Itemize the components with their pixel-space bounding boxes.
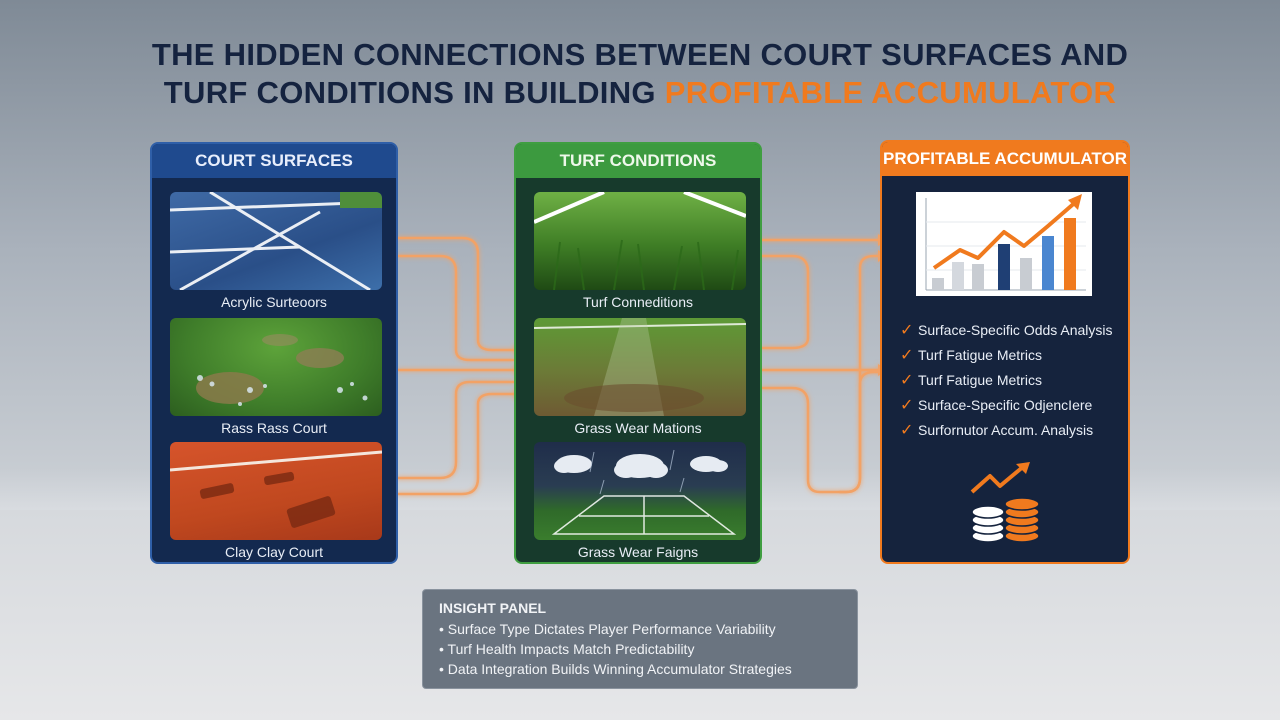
insight-title: INSIGHT PANEL bbox=[439, 600, 547, 616]
rain-field-image bbox=[534, 442, 746, 540]
flow-arrow bbox=[396, 392, 516, 496]
title-line-2-prefix: TURF CONDITIONS IN BUILDING bbox=[163, 75, 665, 110]
flow-arrow bbox=[838, 370, 880, 494]
checkmark-icon: ✓ bbox=[900, 372, 914, 389]
checkmark-icon: ✓ bbox=[900, 322, 914, 339]
grass-court-image bbox=[170, 318, 382, 416]
checkmark-icon: ✓ bbox=[900, 422, 914, 439]
turf-closeup-image bbox=[534, 192, 746, 290]
trend-arrow-icon bbox=[970, 464, 1026, 494]
grass-wear-fatigue-label: Grass Wear Faigns bbox=[577, 544, 699, 560]
accumulator-checklist: ✓Surface-Specific Odds Analysis ✓Turf Fa… bbox=[900, 318, 1113, 443]
court-surfaces-panel: COURT SURFACES Acrylic Surteoors Rass Ra… bbox=[150, 142, 398, 564]
rain-cloud-icon bbox=[554, 454, 728, 478]
insight-item: Turf Health Impacts Match Predictability bbox=[439, 639, 841, 659]
turf-conditions-label: Turf Conneditions bbox=[583, 294, 693, 310]
checklist-item: ✓Surface-Specific Odds Analysis bbox=[900, 318, 1113, 343]
trend-arrow-icon bbox=[932, 198, 1080, 270]
flow-arrow bbox=[396, 236, 516, 352]
acrylic-court-label: Acrylic Surteoors bbox=[221, 294, 327, 310]
grass-wear-image bbox=[534, 318, 746, 416]
field-lines-icon bbox=[534, 318, 746, 416]
turf-conditions-header: TURF CONDITIONS bbox=[516, 144, 760, 178]
bar-chart-icon bbox=[916, 192, 1092, 296]
insight-panel: INSIGHT PANEL Surface Type Dictates Play… bbox=[422, 589, 858, 689]
checklist-item: ✓Surface-Specific OdjencIere bbox=[900, 393, 1113, 418]
title-line-2: TURF CONDITIONS IN BUILDING PROFITABLE A… bbox=[0, 74, 1280, 112]
flow-arrow bbox=[760, 254, 810, 350]
checklist-item: ✓Surfornutor Accum. Analysis bbox=[900, 418, 1113, 443]
clay-court-image bbox=[170, 442, 382, 540]
checkmark-icon: ✓ bbox=[900, 397, 914, 414]
clay-court-label: Clay Clay Court bbox=[224, 544, 324, 560]
flow-arrow bbox=[396, 380, 516, 480]
title-line-1: THE HIDDEN CONNECTIONS BETWEEN COURT SUR… bbox=[151, 37, 1129, 72]
checkmark-icon: ✓ bbox=[900, 347, 914, 364]
checklist-item: ✓Turf Fatigue Metrics bbox=[900, 368, 1113, 393]
acrylic-court-image bbox=[170, 192, 382, 290]
flow-arrow bbox=[396, 254, 516, 362]
coin-stack-icon bbox=[970, 462, 1040, 543]
accumulator-panel: PROFITABLE ACCUMULATOR ✓Surface-Specific… bbox=[880, 140, 1130, 564]
flow-arrow bbox=[760, 386, 842, 494]
checklist-item: ✓Turf Fatigue Metrics bbox=[900, 343, 1113, 368]
insight-item: Surface Type Dictates Player Performance… bbox=[439, 619, 841, 639]
title-highlight: PROFITABLE ACCUMULATOR bbox=[664, 75, 1117, 110]
grass-wear-label: Grass Wear Mations bbox=[574, 420, 702, 436]
page-title: THE HIDDEN CONNECTIONS BETWEEN COURT SUR… bbox=[0, 36, 1280, 112]
court-surfaces-header: COURT SURFACES bbox=[152, 144, 396, 178]
footprints-icon bbox=[170, 450, 382, 528]
turf-conditions-panel: TURF CONDITIONS Turf Conneditions Grass … bbox=[514, 142, 762, 564]
grass-court-label: Rass Rass Court bbox=[221, 420, 327, 436]
worn-grass-icon bbox=[196, 334, 368, 406]
court-lines-icon bbox=[170, 192, 382, 290]
insight-item: Data Integration Builds Winning Accumula… bbox=[439, 659, 841, 679]
accumulator-header: PROFITABLE ACCUMULATOR bbox=[882, 142, 1128, 176]
grass-blades-icon bbox=[534, 192, 746, 290]
